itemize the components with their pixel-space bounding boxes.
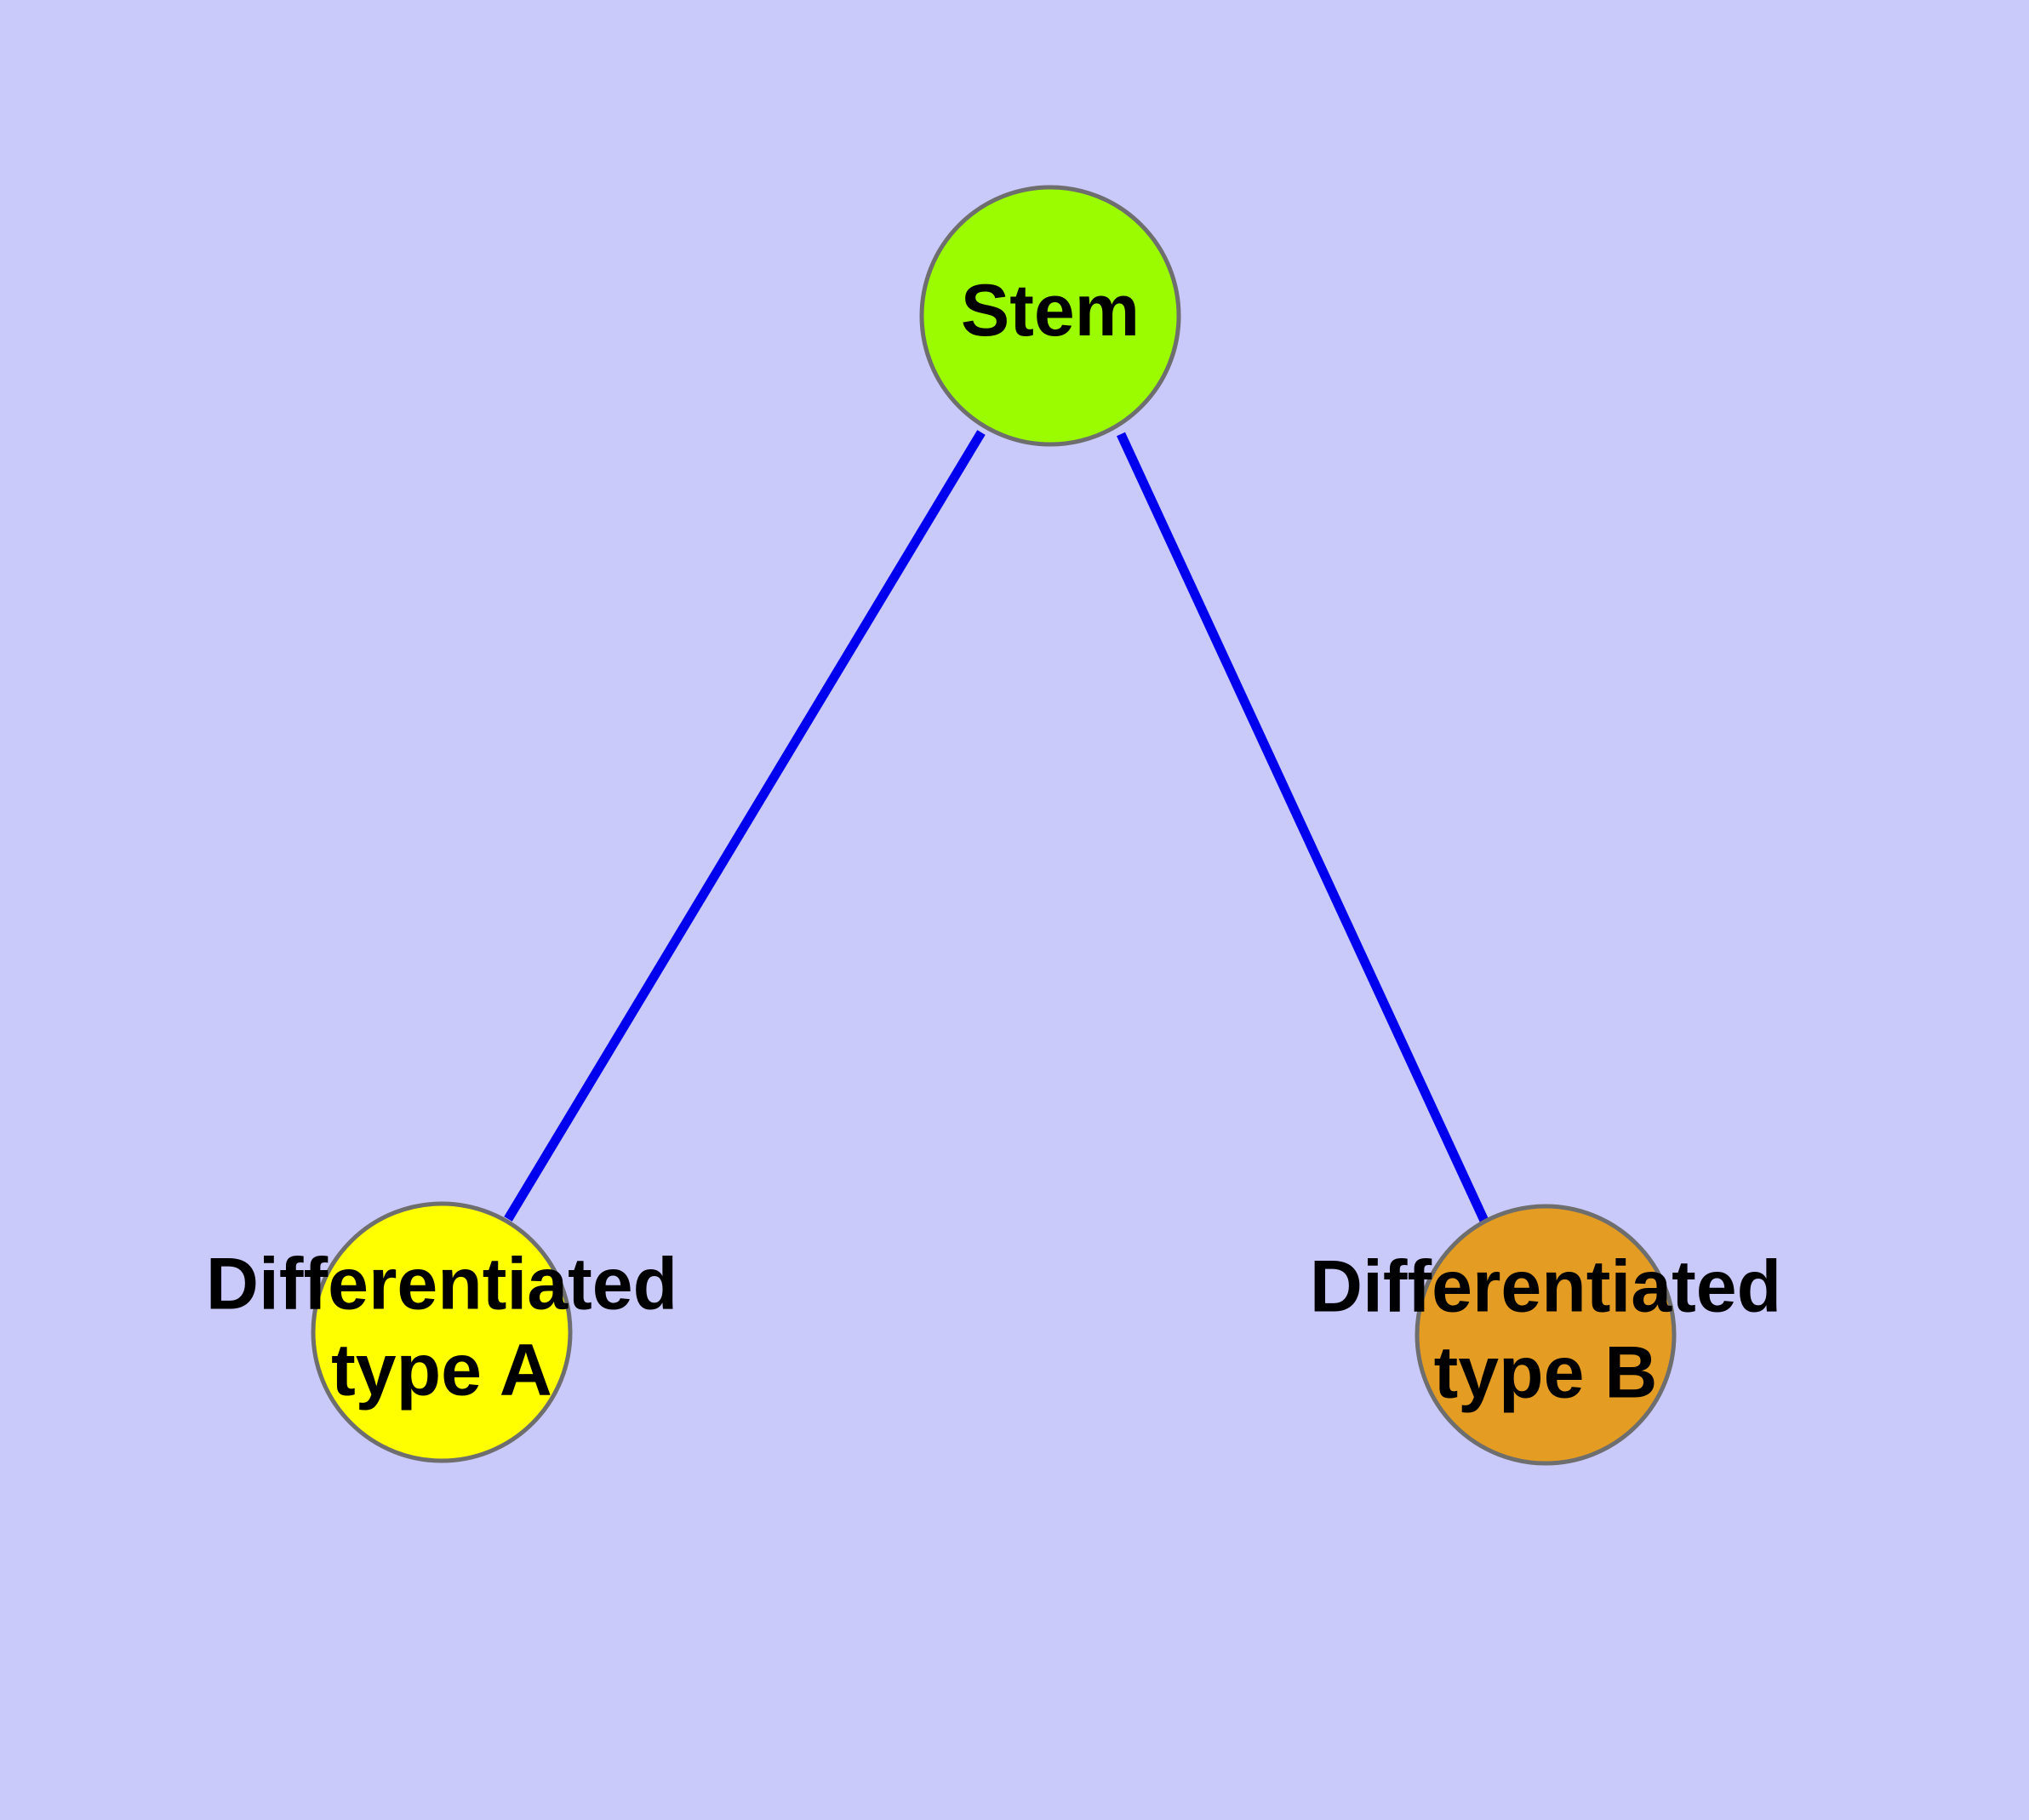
nodes-layer — [311, 185, 1677, 1466]
graph-edge-stem-to-diff-b[interactable] — [1117, 432, 1489, 1223]
graph-edge-stem-to-diff-a[interactable] — [504, 430, 986, 1222]
graph-node-diff_b[interactable] — [1415, 1204, 1677, 1466]
graph-node-stem[interactable] — [919, 185, 1181, 447]
graph-node-diff_a[interactable] — [311, 1201, 573, 1463]
graph-node-label-stem: Stem — [961, 270, 1140, 352]
edges-layer — [504, 430, 1489, 1223]
